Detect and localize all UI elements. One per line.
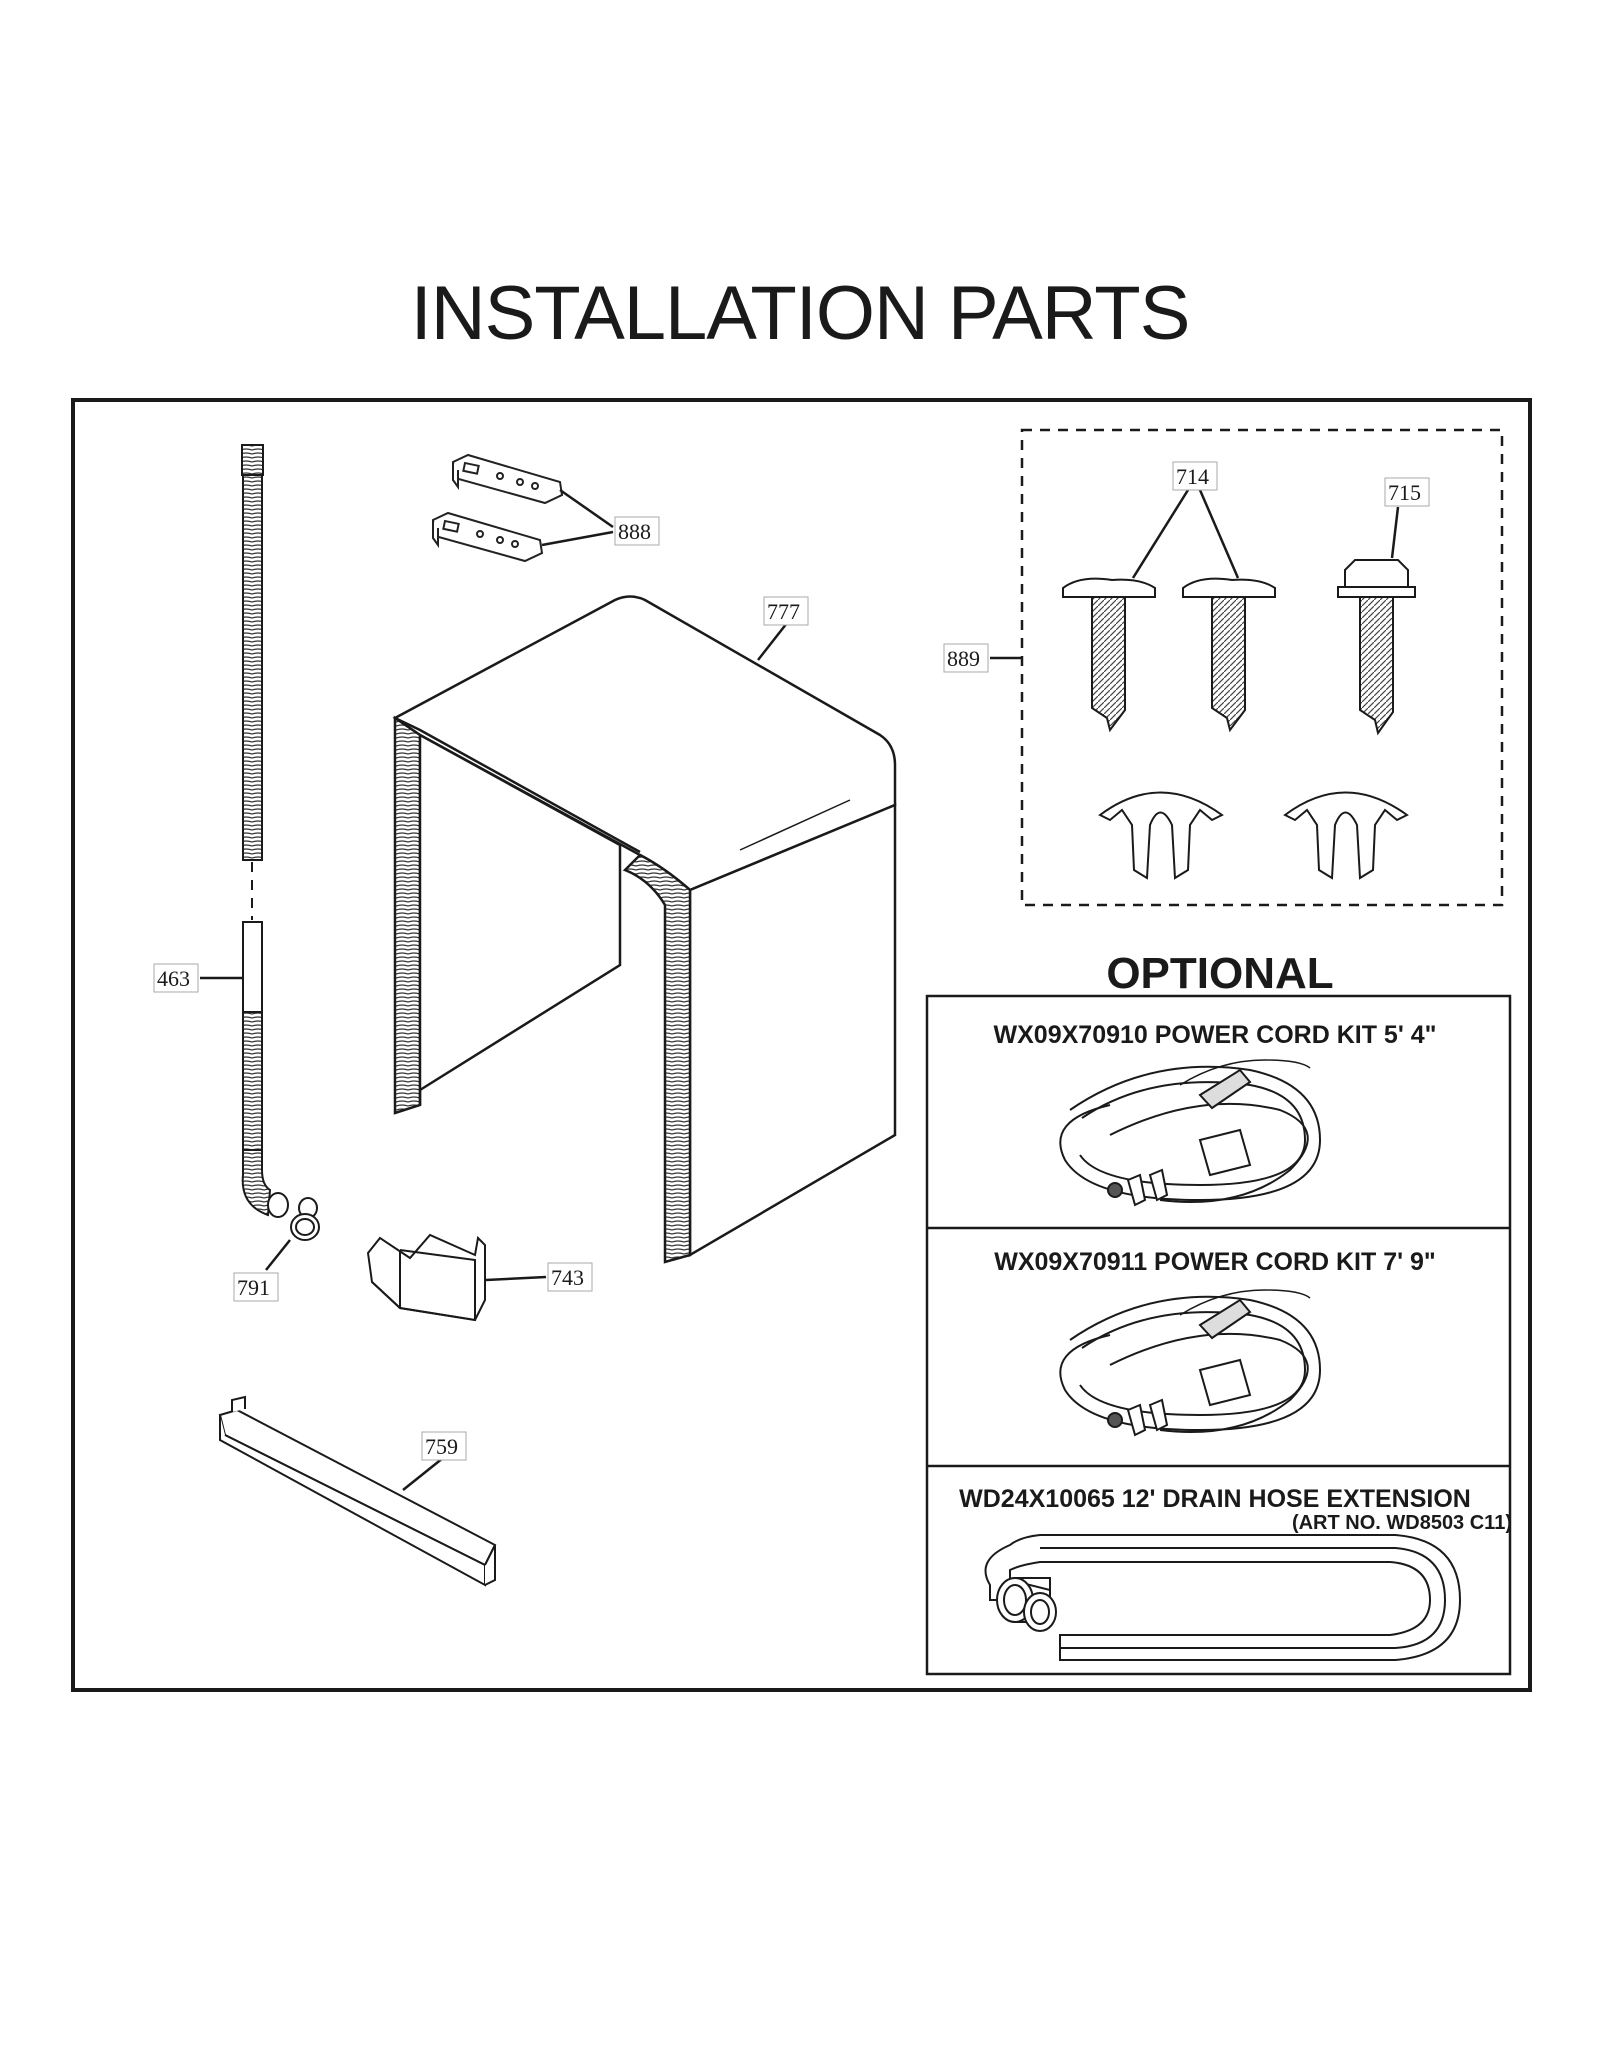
part-714-screws <box>1062 577 1276 733</box>
callout-715-label: 715 <box>1388 480 1421 505</box>
optional-heading: OPTIONAL <box>1106 949 1333 998</box>
callout-463-label: 463 <box>157 966 190 991</box>
callout-759: 759 <box>421 1431 467 1461</box>
callout-888-label: 888 <box>618 519 651 544</box>
art-number: (ART NO. WD8503 C11) <box>1291 1512 1512 1534</box>
part-715-screw <box>1337 559 1416 736</box>
power-cord-kit-5ft-image <box>1059 1059 1322 1207</box>
hardware-kit-889-box <box>1020 428 1504 907</box>
callout-714-label: 714 <box>1176 464 1209 489</box>
kit-label-drain-hose-extension: WD24X10065 12' DRAIN HOSE EXTENSION <box>959 1485 1471 1513</box>
optional-table <box>925 994 1512 1676</box>
callout-889: 889 <box>943 643 989 673</box>
callout-743: 743 <box>547 1262 593 1292</box>
drain-hose-extension-image <box>984 1534 1462 1661</box>
callout-463: 463 <box>153 963 199 993</box>
kit-label-power-cord-7ft: WX09X70911 POWER CORD KIT 7' 9" <box>994 1248 1436 1276</box>
callout-888: 888 <box>614 516 660 546</box>
kit-label-power-cord-5ft: WX09X70910 POWER CORD KIT 5' 4" <box>994 1021 1437 1049</box>
part-743-junction-box <box>366 1233 486 1322</box>
part-777-insulation-blanket <box>392 595 897 1264</box>
diagram-frame <box>71 398 1532 1692</box>
callout-777-label: 777 <box>767 599 800 624</box>
callout-759-label: 759 <box>425 1434 458 1459</box>
callout-791: 791 <box>233 1272 279 1302</box>
part-888-brackets <box>431 453 564 563</box>
callout-791-label: 791 <box>237 1275 270 1300</box>
part-463-drain-hose <box>241 444 318 1219</box>
grommet-clips <box>1098 791 1409 880</box>
part-791-clamp <box>290 1213 320 1241</box>
callout-715: 715 <box>1384 477 1430 507</box>
callout-777: 777 <box>763 596 809 626</box>
power-cord-kit-7ft-image <box>1059 1289 1322 1437</box>
callout-714: 714 <box>1172 461 1218 491</box>
callout-889-label: 889 <box>947 646 980 671</box>
callout-743-label: 743 <box>551 1265 584 1290</box>
page-title: INSTALLATION PARTS <box>410 271 1191 356</box>
part-759-mounting-strip <box>218 1395 497 1587</box>
